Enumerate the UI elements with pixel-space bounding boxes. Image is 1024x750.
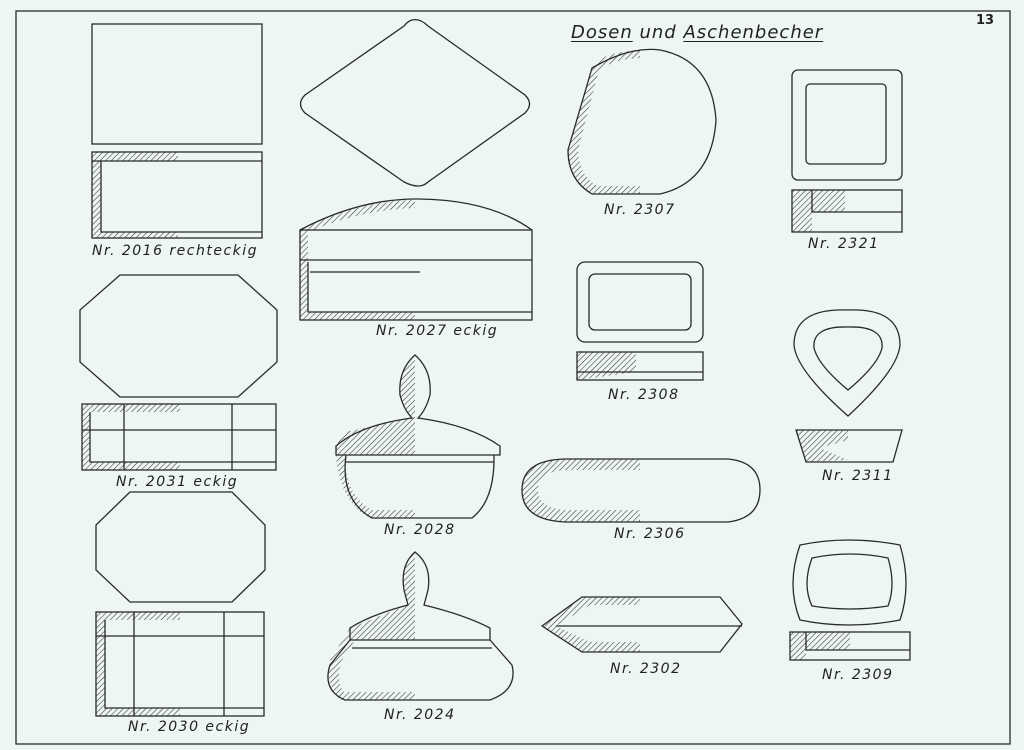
page-border [15, 10, 1011, 745]
label-2031: Nr. 2031 eckig [116, 474, 239, 490]
label-2027: Nr. 2027 eckig [376, 323, 499, 339]
page-number: 13 [976, 13, 995, 28]
label-2302: Nr. 2302 [610, 661, 682, 677]
title-word-und: und [639, 22, 677, 43]
title-word-dosen: Dosen [571, 22, 633, 43]
label-2030: Nr. 2030 eckig [128, 719, 251, 735]
label-2307: Nr. 2307 [604, 202, 676, 218]
product-2311-drawing [793, 309, 903, 463]
product-2028-drawing [335, 354, 501, 519]
label-2311: Nr. 2311 [822, 468, 894, 484]
product-2308-drawing [576, 261, 704, 381]
product-2309-drawing [789, 539, 911, 661]
product-2030-drawing [95, 491, 266, 717]
label-2016: Nr. 2016 rechteckig [92, 243, 259, 259]
label-2308: Nr. 2308 [608, 387, 680, 403]
label-2028: Nr. 2028 [384, 522, 456, 538]
product-2024-drawing [327, 551, 514, 701]
product-2306-drawing [521, 458, 761, 523]
label-2321: Nr. 2321 [808, 236, 880, 252]
page-title: Dosen und Aschenbecher [571, 22, 823, 43]
product-2302-drawing [540, 596, 743, 653]
label-2024: Nr. 2024 [384, 707, 456, 723]
label-2306: Nr. 2306 [614, 526, 686, 542]
product-2031-drawing [79, 274, 278, 471]
product-2307-drawing [567, 48, 717, 195]
product-2027-drawing [299, 18, 533, 321]
title-word-aschenbecher: Aschenbecher [683, 22, 824, 43]
product-2321-drawing [791, 69, 903, 233]
label-2309: Nr. 2309 [822, 667, 894, 683]
product-2016-drawing [91, 23, 263, 239]
